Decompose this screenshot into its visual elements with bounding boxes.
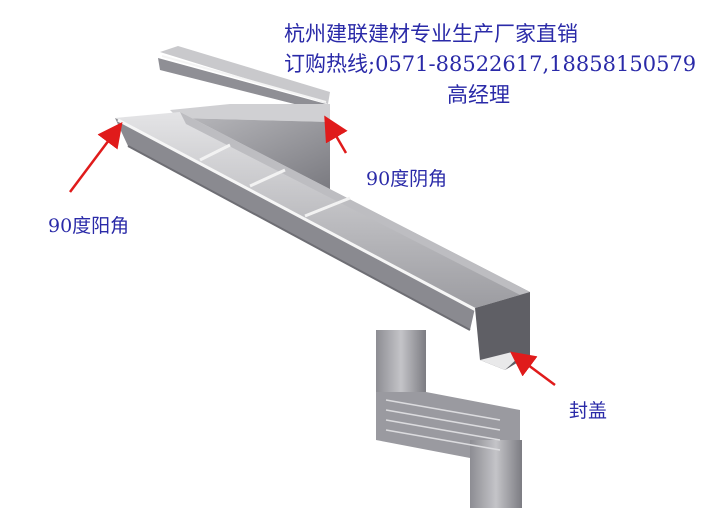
label-end-cap: 封盖 xyxy=(569,400,608,422)
arrow-outside-corner xyxy=(69,122,123,193)
downspout xyxy=(376,330,522,508)
arrow-inside-corner xyxy=(324,115,348,154)
company-title: 杭州建联建材专业生产厂家直销 xyxy=(284,22,578,46)
arrow-end-cap xyxy=(509,351,556,387)
main-gutter-run xyxy=(115,112,530,331)
contact-manager: 高经理 xyxy=(447,83,510,107)
order-hotline: 订购热线;0571-88522617,18858150579 xyxy=(284,52,697,76)
upper-gutter-run xyxy=(158,46,330,112)
label-inside-corner: 90度阴角 xyxy=(366,168,448,190)
label-outside-corner: 90度阳角 xyxy=(48,215,130,237)
